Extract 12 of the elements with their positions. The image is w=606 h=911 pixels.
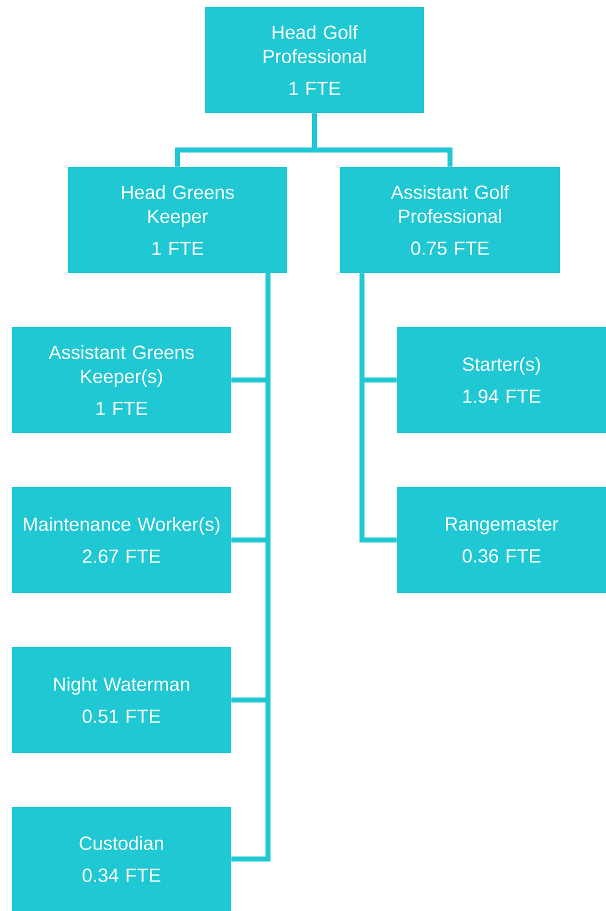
org-chart-box: Night Waterman 0.51 FTE [12, 647, 231, 753]
org-chart-box: Starter(s) 1.94 FTE [397, 327, 606, 433]
org-chart-box: Rangemaster 0.36 FTE [397, 487, 606, 593]
org-chart-box: Custodian 0.34 FTE [12, 807, 231, 911]
org-chart-box: Assistant Greens Keeper(s) 1 FTE [12, 327, 231, 433]
org-chart-box: Head Golf Professional 1 FTE [205, 7, 424, 113]
connector-line [312, 113, 452, 167]
connector-line [231, 273, 270, 862]
org-chart-box: Maintenance Worker(s) 2.67 FTE [12, 487, 231, 593]
org-chart-box: Assistant Golf Professional 0.75 FTE [340, 167, 560, 273]
org-chart-box: Head Greens Keeper 1 FTE [68, 167, 287, 273]
connector-line [360, 273, 397, 542]
